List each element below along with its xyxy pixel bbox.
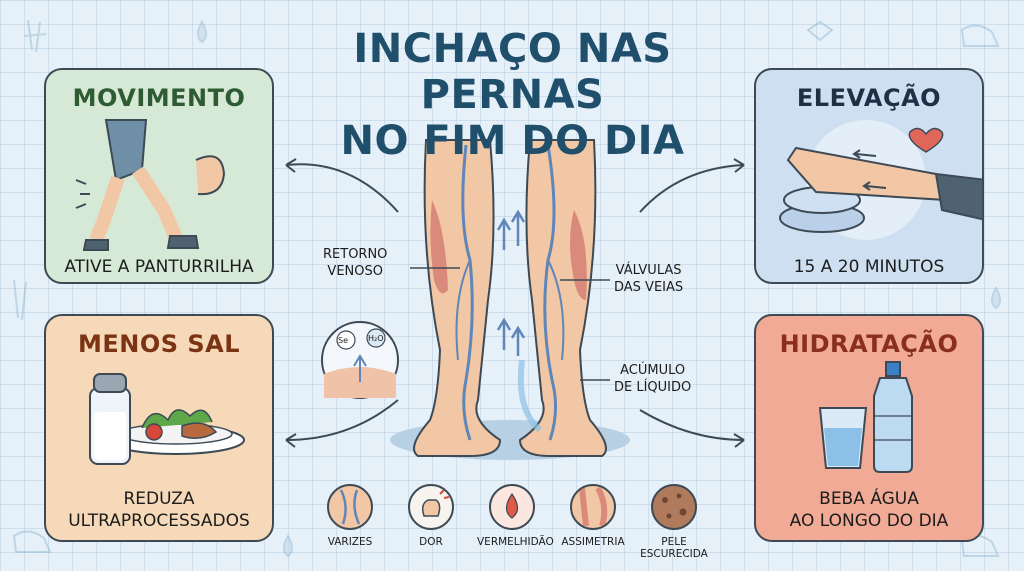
symptom-redness: VERMELHIDÃO [477,484,554,548]
symptom-asymmetry-label: ASSIMETRIA [561,536,625,548]
right-vein-1 [543,144,557,441]
card-salt-caption: REDUZA ULTRAPROCESSADOS [46,488,272,532]
left-leg [413,139,502,457]
title-line-1: INCHAÇO NAS PERNAS [353,26,672,118]
card-salt-caption-line-2: ULTRAPROCESSADOS [68,511,250,531]
card-elevation-title: ELEVAÇÃO [796,84,942,112]
osmosis-diagram [321,321,399,399]
elevated-legs-icon [779,120,982,240]
symptom-pain: DOR [396,484,466,548]
symptom-varicose: VARIZES [315,484,385,548]
right-leg [518,139,607,457]
label-valves: VÁLVULAS DAS VEIAS [614,262,683,296]
page-title: INCHAÇO NAS PERNAS NO FIM DO DIA [255,26,770,164]
bone-icon-2 [13,279,27,321]
symptom-redness-label: VERMELHIDÃO [477,536,554,548]
label-venous-return: RETORNO VENOSO [323,246,387,280]
card-hydration: HIDRATAÇÃO BEBA ÁGUA AO LONGO DO DIA [754,314,984,542]
molecule-na-label: Se [338,336,348,345]
title-line-2: NO FIM DO DIA [340,118,685,164]
symptom-asymmetry: ASSIMETRIA [558,484,628,548]
asymmetry-icon [570,484,616,530]
crystal-icon [806,20,834,42]
arrow-to-salt [285,399,399,441]
card-salt-title: MENOS SAL [77,330,241,358]
varicose-icon [327,484,373,530]
label-venous-return-line-2: VENOSO [327,264,383,279]
left-calf-muscle [430,200,448,294]
salt-and-salad-icon [89,373,245,465]
label-venous-return-line-1: RETORNO [323,247,388,262]
label-fluid-line-2: DE LÍQUIDO [614,380,692,395]
card-elevation: ELEVAÇÃO 15 A 20 MINUTOS [754,68,984,284]
label-valves-line-1: VÁLVULAS [615,263,682,278]
card-movement-title: MOVIMENTO [72,84,246,112]
card-hydration-caption-line-2: AO LONGO DO DIA [789,511,949,531]
symptom-varicose-label: VARIZES [327,536,373,548]
drop-icon-2 [991,285,1001,310]
arrow-to-movement [285,163,399,213]
drop-icon [197,19,207,44]
bone-icon [23,19,47,53]
walking-legs-icon [75,119,226,251]
bg-decor-icons [12,19,1001,558]
symptom-dark-skin: PELE ESCURECIDA [639,484,709,560]
redness-icon [489,484,535,530]
card-elevation-caption: 15 A 20 MINUTOS [793,257,945,277]
label-leaders [410,267,610,381]
card-salt: MENOS SAL REDUZA ULTRAPROCESSADOS [44,314,274,542]
symptom-dark-skin-label: PELE ESCURECIDA [639,536,709,560]
pain-icon [408,484,454,530]
right-calf-muscle [570,210,587,300]
label-fluid: ACÚMULO DE LÍQUIDO [614,362,691,396]
symptom-dark-skin-label-line-2: ESCURECIDA [640,548,708,560]
card-hydration-title: HIDRATAÇÃO [779,330,959,358]
flow-arrows [496,209,526,356]
symptom-pain-label: DOR [419,536,443,548]
card-movement-caption: ATIVE A PANTURRILHA [64,257,254,277]
card-hydration-caption: BEBA ÁGUA AO LONGO DO DIA [756,488,982,532]
card-salt-caption-line-1: REDUZA [123,489,195,509]
dark-skin-icon [651,484,697,530]
connector-arrows [285,158,745,448]
arrow-to-hydration [639,409,745,441]
molecule-h2o-label: H₂O [368,334,384,343]
right-vein-2 [547,259,565,361]
left-vein-2 [455,259,471,361]
symptom-dark-skin-label-line-1: PELE [661,536,687,548]
legs-illustration [413,139,607,457]
drop-icon-3 [283,533,293,558]
fluid-accumulation [517,359,543,433]
water-glass-bottle-icon [818,361,913,473]
card-movement: MOVIMENTO ATIVE A PANTURRILHA [44,68,274,284]
card-hydration-caption-line-1: BEBA ÁGUA [819,489,919,509]
arrow-to-elevation [639,164,745,213]
left-vein-1 [461,144,474,441]
label-valves-line-2: DAS VEIAS [614,280,684,295]
label-fluid-line-1: ACÚMULO [620,363,686,378]
heart-icon [908,127,944,153]
shoe-icon [960,24,1000,47]
shoe-icon-2 [12,530,52,553]
